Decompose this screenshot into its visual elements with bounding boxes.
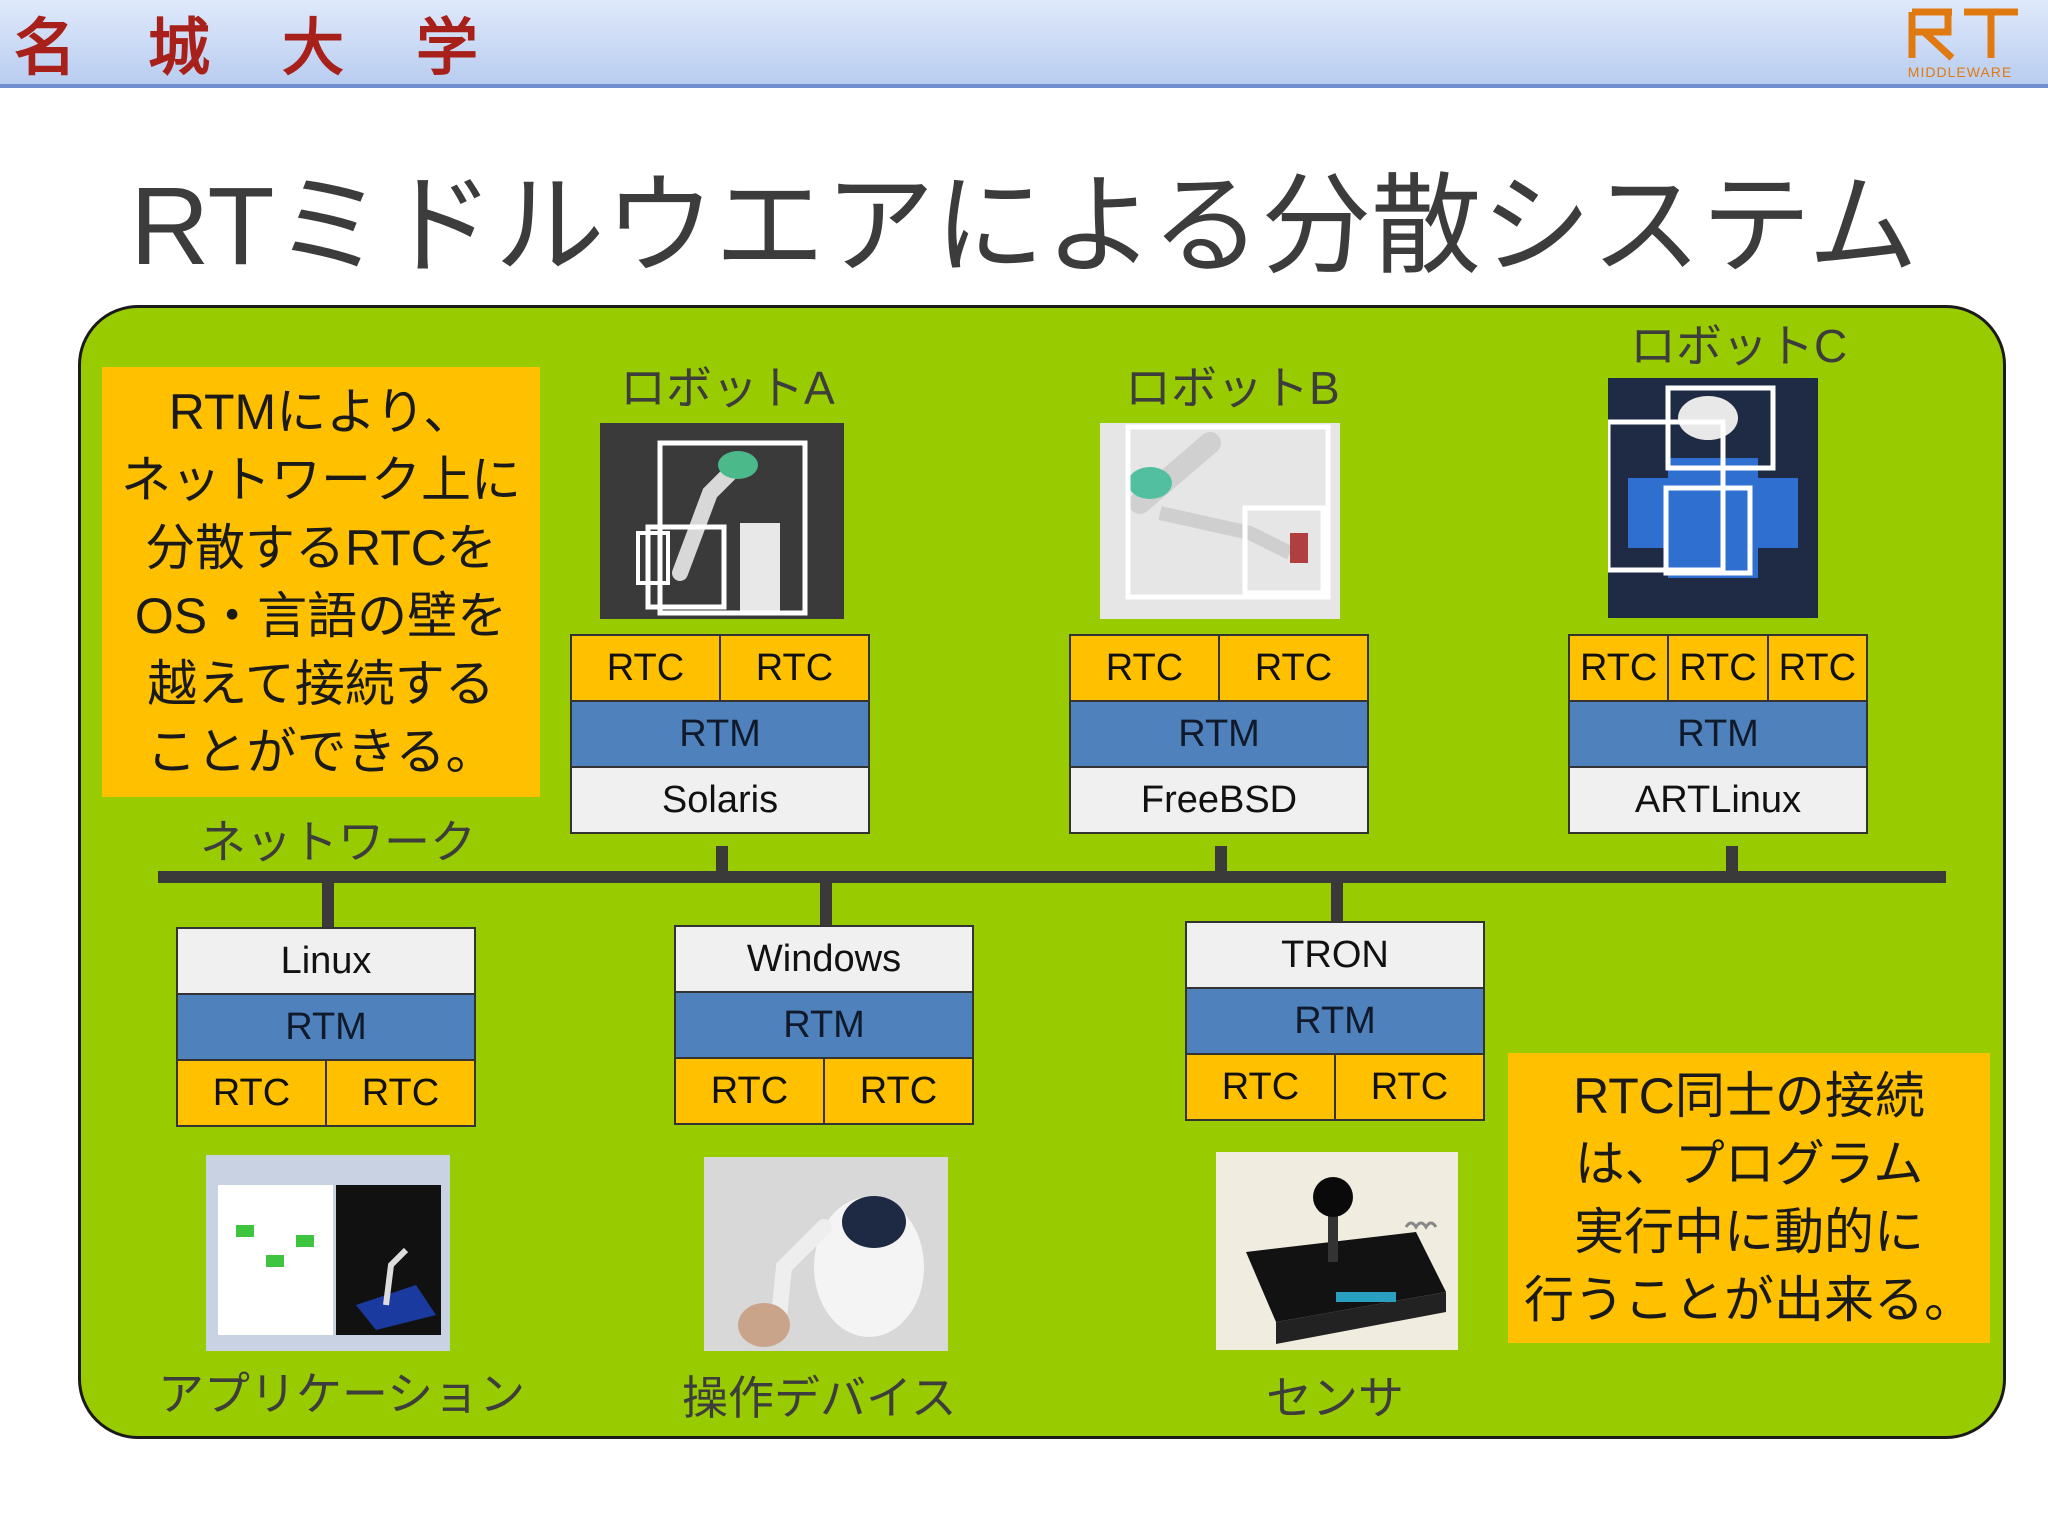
rtc-cell: RTC	[325, 1061, 474, 1125]
os-cell: Windows	[676, 927, 972, 991]
rtm-row: RTM	[176, 993, 476, 1061]
logo-subtitle: MIDDLEWARE	[1907, 64, 2013, 80]
robot-c-label: ロボットC	[1630, 320, 1848, 372]
network-bus	[158, 871, 1946, 883]
note-left-line: RTMにより、	[168, 384, 474, 440]
os-row: ARTLinux	[1568, 766, 1868, 834]
os-cell: Linux	[178, 929, 474, 993]
application-stack: Linux RTM RTC RTC	[176, 927, 476, 1127]
rtc-row: RTC RTC	[570, 634, 870, 702]
robot-b-label: ロボットB	[1125, 362, 1340, 414]
connector-robot-b	[1215, 846, 1227, 876]
connector-sensor	[1331, 878, 1343, 924]
note-right: RTC同士の接続 は、プログラム 実行中に動的に 行うことが出来る。	[1508, 1053, 1990, 1343]
rtm-row: RTM	[1568, 700, 1868, 768]
rtm-row: RTM	[1185, 987, 1485, 1055]
os-cell: FreeBSD	[1071, 768, 1367, 832]
rtc-cell: RTC	[178, 1061, 325, 1125]
university-name: 名城大学	[14, 11, 551, 84]
rtc-cell: RTC	[1187, 1055, 1334, 1119]
rtm-row: RTM	[674, 991, 974, 1059]
robot-b-photo	[1100, 423, 1340, 619]
rtc-row: RTC RTC	[674, 1057, 974, 1125]
note-left-line: OS・言語の壁を	[134, 588, 508, 644]
rtc-cell: RTC	[1667, 636, 1767, 700]
application-screenshot	[206, 1155, 450, 1351]
rtc-cell: RTC	[1071, 636, 1218, 700]
connector-robot-c	[1726, 846, 1738, 876]
note-left-line: 分散するRTCを	[145, 520, 497, 576]
rtc-cell: RTC	[572, 636, 719, 700]
rtm-cell: RTM	[1071, 702, 1367, 766]
rtm-row: RTM	[570, 700, 870, 768]
sensor-photo	[1216, 1152, 1458, 1350]
operation-device-label: 操作デバイス	[682, 1372, 957, 1424]
network-label: ネットワーク	[200, 816, 476, 868]
rtm-cell: RTM	[572, 702, 868, 766]
note-right-line: 実行中に動的に	[1574, 1204, 1924, 1260]
robot-a-label: ロボットA	[620, 362, 835, 414]
rtc-cell: RTC	[1218, 636, 1367, 700]
connector-application	[322, 878, 334, 930]
os-row: TRON	[1185, 921, 1485, 989]
note-left-line: 越えて接続する	[147, 656, 495, 712]
slide-title: RTミドルウエアによる分散システム	[129, 165, 1919, 288]
rt-logo-icon	[1908, 8, 2018, 61]
os-cell: Solaris	[572, 768, 868, 832]
rtc-row: RTC RTC	[176, 1059, 476, 1127]
rtm-row: RTM	[1069, 700, 1369, 768]
sensor-label: センサ	[1266, 1372, 1404, 1424]
connector-robot-a	[716, 846, 728, 876]
note-left-line: ネットワーク上に	[121, 452, 521, 508]
operation-device-stack: Windows RTM RTC RTC	[674, 925, 974, 1125]
os-row: Linux	[176, 927, 476, 995]
operation-device-photo	[704, 1157, 948, 1351]
robot-b-stack: RTC RTC RTM FreeBSD	[1069, 634, 1369, 834]
header-bar: 名城大学 MIDDLEWARE	[0, 0, 2048, 88]
rtc-cell: RTC	[1334, 1055, 1483, 1119]
rtc-row: RTC RTC	[1185, 1053, 1485, 1121]
rtm-cell: RTM	[676, 993, 972, 1057]
note-right-line: は、プログラム	[1574, 1136, 1924, 1192]
os-cell: TRON	[1187, 923, 1483, 987]
os-row: FreeBSD	[1069, 766, 1369, 834]
rt-middleware-logo: MIDDLEWARE	[1890, 2, 2030, 82]
note-left-line: ことができる。	[146, 724, 496, 780]
rtc-cell: RTC	[676, 1059, 823, 1123]
os-row: Windows	[674, 925, 974, 993]
rtm-cell: RTM	[1187, 989, 1483, 1053]
rtc-row: RTC RTC	[1069, 634, 1369, 702]
os-cell: ARTLinux	[1570, 768, 1866, 832]
robot-c-stack: RTC RTC RTC RTM ARTLinux	[1568, 634, 1868, 834]
rtc-cell: RTC	[1766, 636, 1866, 700]
rtc-row: RTC RTC RTC	[1568, 634, 1868, 702]
sensor-stack: TRON RTM RTC RTC	[1185, 921, 1485, 1121]
rtc-cell: RTC	[1570, 636, 1668, 700]
application-label: アプリケーション	[158, 1368, 526, 1420]
robot-a-photo	[600, 423, 844, 619]
robot-c-photo	[1608, 378, 1818, 618]
os-row: Solaris	[570, 766, 870, 834]
note-right-line: RTC同士の接続	[1573, 1068, 1925, 1124]
rtm-cell: RTM	[1570, 702, 1866, 766]
rtc-cell: RTC	[719, 636, 868, 700]
note-left: RTMにより、 ネットワーク上に 分散するRTCを OS・言語の壁を 越えて接続…	[102, 367, 540, 797]
rtc-cell: RTC	[823, 1059, 972, 1123]
robot-a-stack: RTC RTC RTM Solaris	[570, 634, 870, 834]
rtm-cell: RTM	[178, 995, 474, 1059]
note-right-line: 行うことが出来る。	[1524, 1272, 1974, 1328]
connector-operation-device	[820, 878, 832, 928]
